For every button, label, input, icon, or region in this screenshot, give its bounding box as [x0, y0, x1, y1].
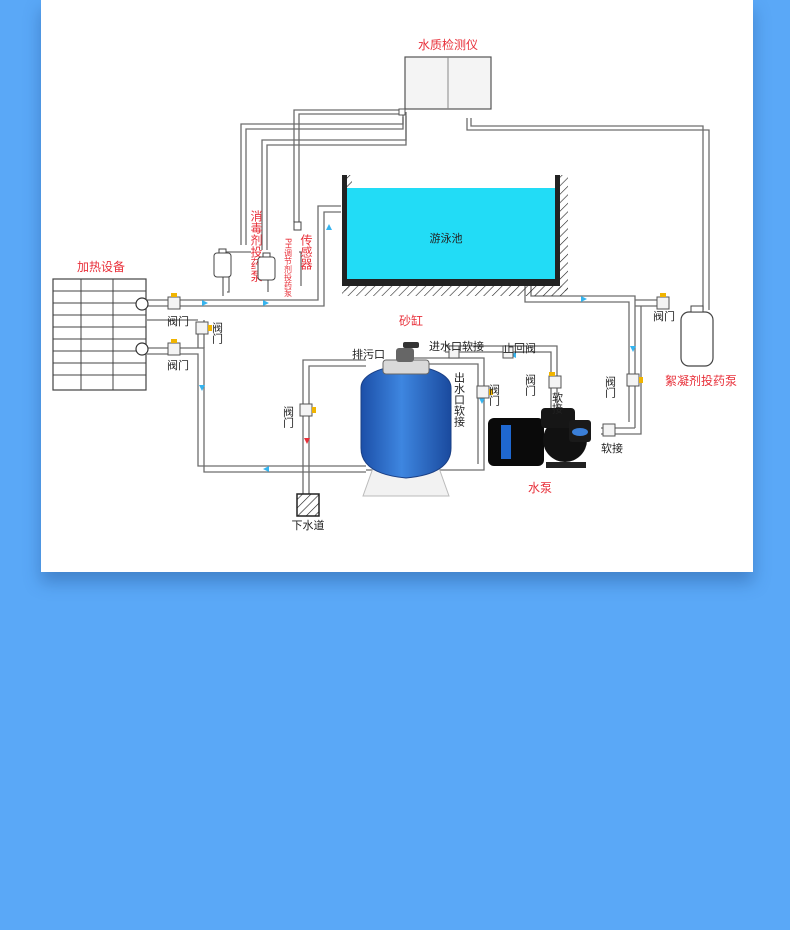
pipes — [147, 109, 710, 494]
valve-pool-outlet — [626, 373, 643, 387]
ph-pump: PH调节剂投药泵 — [257, 238, 293, 297]
soft-joint-label-outlet: 软接 — [601, 441, 623, 455]
pump-soft-joint — [602, 423, 616, 437]
valve-label-filter-outlet: 阀门 — [488, 383, 501, 407]
valve-filter-outlet — [476, 385, 493, 399]
valve-label-flocculant: 阀门 — [653, 309, 675, 323]
pool-water — [347, 188, 555, 279]
sensor-label: 传感器 — [299, 233, 313, 271]
flocculant-pump: 絮凝剂投药泵 — [665, 305, 737, 388]
heating-equipment: 加热设备 — [52, 260, 149, 391]
valve-label-pool-outlet: 阀门 — [604, 375, 617, 399]
valve-label-heater-top: 阀门 — [167, 314, 189, 328]
pool-label: 游泳池 — [430, 231, 463, 245]
water-quality-monitor-label: 水质检测仪 — [418, 37, 478, 52]
valve-label-drain: 阀门 — [282, 405, 295, 429]
check-valve-label: 止回阀 — [503, 341, 536, 355]
flow-arrow — [199, 385, 205, 391]
sensor: 传感器 — [293, 221, 313, 271]
check-valve — [502, 345, 514, 359]
soft-joint-label-pump: 软接 — [551, 391, 564, 415]
outlet-soft-joint-label: 出水口软接 — [453, 371, 466, 428]
inlet-soft-joint — [448, 345, 460, 359]
water-pump-label: 水泵 — [528, 481, 552, 495]
swimming-pool: 游泳池 — [342, 175, 568, 296]
flow-arrow — [202, 300, 208, 306]
flow-arrow — [263, 300, 269, 306]
flow-arrow — [479, 398, 485, 404]
flow-arrow — [581, 296, 587, 302]
drain-port-label: 排污口 — [352, 347, 385, 361]
flow-arrow — [326, 224, 332, 230]
inlet-soft-joint-label: 进水口软接 — [429, 339, 484, 353]
valve-heater-top — [167, 293, 181, 310]
sewer-label: 下水道 — [292, 518, 325, 532]
ph-pump-label: PH调节剂投药泵 — [284, 238, 293, 297]
valve-label-bypass: 阀门 — [211, 321, 224, 345]
drain-flow-arrow — [304, 438, 310, 444]
valve-drain — [299, 403, 316, 417]
valve-bypass — [195, 321, 212, 335]
flow-arrow — [263, 466, 269, 472]
diagram-card: 水质检测仪 游泳池 加热设备 消毒剂投药泵 — [41, 0, 753, 572]
valve-heater-bottom — [167, 339, 181, 356]
pool-system-diagram: 水质检测仪 游泳池 加热设备 消毒剂投药泵 — [52, 37, 737, 532]
valve-flocculant — [656, 293, 670, 310]
valve-label-pump-inlet: 阀门 — [524, 373, 537, 397]
flocculant-pump-label: 絮凝剂投药泵 — [665, 373, 737, 388]
sand-filter-label: 砂缸 — [399, 313, 423, 328]
valve-label-heater-bottom: 阀门 — [167, 358, 189, 372]
disinfectant-pump: 消毒剂投药泵 — [191, 210, 263, 282]
flow-arrow — [630, 346, 636, 352]
water-pump: 水泵 — [488, 408, 591, 495]
heating-equipment-label: 加热设备 — [77, 260, 125, 274]
sand-filter: 砂缸 排污口 — [352, 313, 452, 497]
valve-pump-inlet — [548, 372, 562, 389]
valves — [167, 293, 670, 437]
water-quality-monitor: 水质检测仪 — [398, 37, 492, 116]
sewer: 下水道 — [292, 493, 325, 532]
